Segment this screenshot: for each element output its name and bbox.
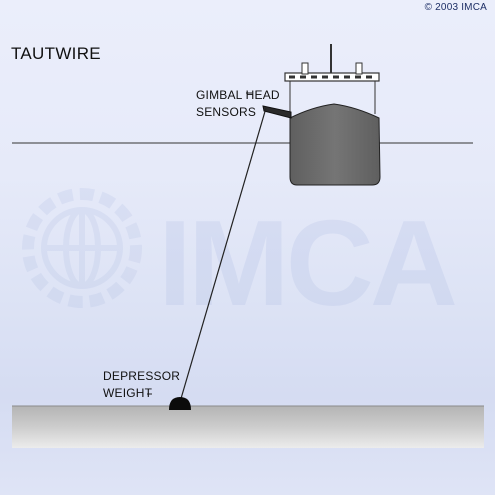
copyright-text: © 2003 IMCA	[424, 2, 487, 13]
depressor-weight	[169, 397, 191, 410]
vessel-hull	[289, 103, 381, 186]
vessel-funnel-right	[355, 62, 363, 75]
vessel-deck	[284, 72, 380, 82]
gimbal-head-sensors-label: GIMBAL HEAD SENSORS	[196, 87, 280, 121]
gimbal-head	[262, 105, 292, 119]
depressor-weight-label: DEPRESSOR WEIGHT	[103, 368, 180, 402]
tautwire	[179, 107, 267, 403]
seabed	[12, 406, 484, 448]
gimbal-label-line1: GIMBAL HEAD	[196, 88, 280, 102]
vessel	[284, 44, 381, 186]
vessel-funnel-left	[301, 62, 309, 75]
gimbal-label-line2: SENSORS	[196, 105, 257, 119]
depressor-label-line2: WEIGHT	[103, 386, 153, 400]
watermark-text: IMCA	[158, 195, 458, 331]
depressor-label-line1: DEPRESSOR	[103, 369, 181, 383]
globe-gear-icon	[22, 188, 142, 308]
page-title: TAUTWIRE	[11, 44, 101, 63]
